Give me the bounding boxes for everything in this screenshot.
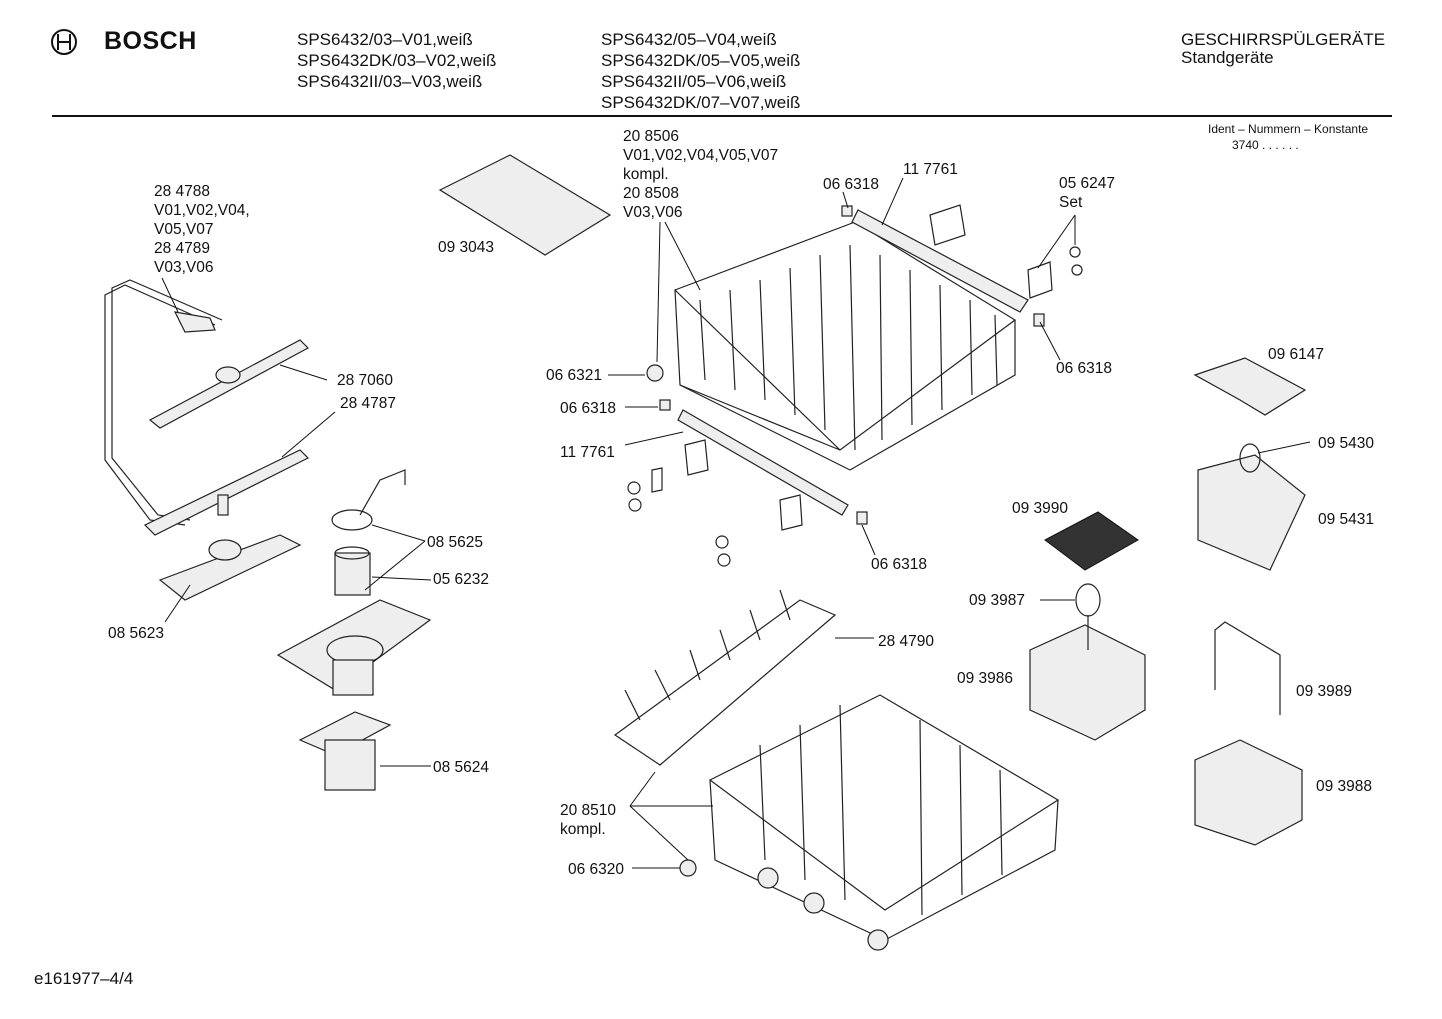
label-066320: 06 6320	[568, 861, 625, 878]
fine-filter-plate-drawing	[276, 599, 432, 696]
label-093987: 09 3987	[969, 592, 1026, 609]
label-096147: 09 6147	[1268, 346, 1325, 363]
label-066318-bottom: 06 6318	[871, 556, 928, 573]
leader-lines	[161, 177, 1311, 869]
label-208510: 20 8510	[560, 802, 617, 819]
lid-096147-drawing	[1193, 357, 1307, 416]
label-085623: 08 5623	[108, 625, 165, 642]
label-117761-bottom: 11 7761	[560, 444, 615, 461]
model-item: SPS6432/03–V01,weiß	[297, 30, 473, 49]
label-066318-left: 06 6318	[560, 400, 617, 417]
brand-logo-text: BOSCH	[104, 27, 197, 55]
label-085624: 08 5624	[433, 759, 490, 776]
label-085625: 08 5625	[427, 534, 484, 551]
model-item: SPS6432DK/05–V05,weiß	[601, 51, 801, 70]
label-set: Set	[1059, 194, 1083, 211]
ring-085625-drawing	[331, 469, 406, 531]
model-item: SPS6432/05–V04,weiß	[601, 30, 777, 49]
label-056247: 05 6247	[1059, 175, 1116, 192]
label-kompl-2: kompl.	[560, 821, 606, 838]
model-list-col1: SPS6432/03–V01,weiß SPS6432DK/03–V02,wei…	[297, 29, 496, 92]
label-208508: 20 8508	[623, 185, 680, 202]
label-284788-variants: V01,V02,V04,	[154, 202, 250, 219]
model-item: SPS6432DK/03–V02,weiß	[297, 51, 497, 70]
label-208506: 20 8506	[623, 128, 680, 145]
upper-spray-arm-drawing	[148, 339, 309, 429]
lower-basket-drawing	[679, 694, 1060, 951]
lid-093990-drawing	[1044, 511, 1139, 571]
category-subtitle: Standgeräte	[1181, 48, 1274, 67]
rail-117761-bottom-drawing	[677, 409, 849, 516]
label-208508-variants: V03,V06	[623, 204, 683, 221]
plate-rack-284790-drawing	[613, 589, 837, 766]
label-284789: 28 4789	[154, 240, 211, 257]
basket-093988-drawing	[1194, 739, 1303, 846]
handle-093989-drawing	[1214, 621, 1281, 715]
label-284788-variants-2: V05,V07	[154, 221, 214, 238]
bosch-armature-icon	[51, 29, 77, 55]
cutlery-basket-095431-drawing	[1197, 443, 1306, 571]
label-066318-right: 06 6318	[1056, 360, 1113, 377]
model-item: SPS6432II/03–V03,weiß	[297, 72, 483, 91]
ident-title: Ident – Nummern – Konstante	[1208, 122, 1369, 136]
label-095431: 09 5431	[1318, 511, 1375, 528]
label-287060: 28 7060	[337, 372, 394, 389]
filter-plate-085623-drawing	[158, 534, 302, 601]
label-284789-variants: V03,V06	[154, 259, 214, 276]
clips-drawing	[627, 204, 1083, 567]
basket-093986-drawing	[1029, 583, 1146, 741]
label-117761-top: 11 7761	[903, 161, 958, 178]
category-title: GESCHIRRSPÜLGERÄTE	[1181, 30, 1386, 49]
label-093986: 09 3986	[957, 670, 1014, 687]
model-item: SPS6432II/05–V06,weiß	[601, 72, 787, 91]
lower-spray-arm-drawing	[143, 449, 310, 536]
label-284788: 28 4788	[154, 183, 211, 200]
label-095430: 09 5430	[1318, 435, 1375, 452]
microfilter-056232-drawing	[334, 546, 371, 596]
model-list-col2: SPS6432/05–V04,weiß SPS6432DK/05–V05,wei…	[601, 29, 800, 113]
label-284787: 28 4787	[340, 395, 397, 412]
label-208506-variants: V01,V02,V04,V05,V07	[623, 147, 779, 164]
rail-117761-top-drawing	[851, 209, 1029, 313]
label-kompl-1: kompl.	[623, 166, 669, 183]
label-284790: 28 4790	[878, 633, 935, 650]
insert-093043-drawing	[438, 154, 612, 256]
header-divider	[52, 115, 1392, 117]
document-id: e161977–4/4	[34, 969, 134, 988]
ident-value: 3740 . . . . . .	[1232, 138, 1299, 152]
model-item: SPS6432DK/07–V07,weiß	[601, 93, 801, 112]
label-093989: 09 3989	[1296, 683, 1353, 700]
label-066321: 06 6321	[546, 367, 603, 384]
label-093988: 09 3988	[1316, 778, 1373, 795]
upper-basket-drawing	[673, 221, 1017, 471]
coarse-filter-085624-drawing	[298, 711, 392, 791]
label-056232: 05 6232	[433, 571, 490, 588]
label-093990: 09 3990	[1012, 500, 1069, 517]
label-066318-top: 06 6318	[823, 176, 880, 193]
label-093043: 09 3043	[438, 239, 495, 256]
